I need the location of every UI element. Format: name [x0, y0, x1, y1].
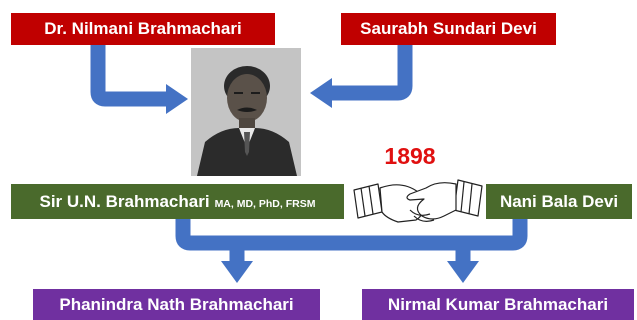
mother-box: Saurabh Sundari Devi [341, 13, 556, 45]
child-box-2: Nirmal Kumar Brahmachari [362, 289, 634, 320]
arrowhead-child-1 [221, 261, 253, 283]
father-box: Dr. Nilmani Brahmachari [11, 13, 275, 45]
main-person-box: Sir U.N. Brahmachari MA, MD, PhD, FRSM [11, 184, 344, 219]
arrow-father-to-main [90, 45, 166, 107]
main-person-name: Sir U.N. Brahmachari [39, 191, 210, 211]
child-name-1: Phanindra Nath Brahmachari [59, 294, 294, 314]
children-connector [175, 219, 528, 251]
arrow-mother-to-main [330, 45, 413, 101]
spouse-name: Nani Bala Devi [499, 191, 619, 211]
marriage-year: 1898 [384, 143, 436, 169]
child-name-2: Nirmal Kumar Brahmachari [387, 294, 609, 314]
handshake-icon [353, 179, 483, 223]
arrowhead-father [166, 84, 188, 114]
portrait-photo [191, 48, 301, 176]
arrowhead-child-2 [447, 261, 479, 283]
main-person-degrees: MA, MD, PhD, FRSM [214, 197, 316, 210]
child-box-1: Phanindra Nath Brahmachari [33, 289, 320, 320]
spouse-box: Nani Bala Devi [486, 184, 632, 219]
father-name: Dr. Nilmani Brahmachari [44, 19, 242, 38]
arrowhead-mother [310, 78, 332, 108]
mother-name: Saurabh Sundari Devi [360, 19, 537, 38]
